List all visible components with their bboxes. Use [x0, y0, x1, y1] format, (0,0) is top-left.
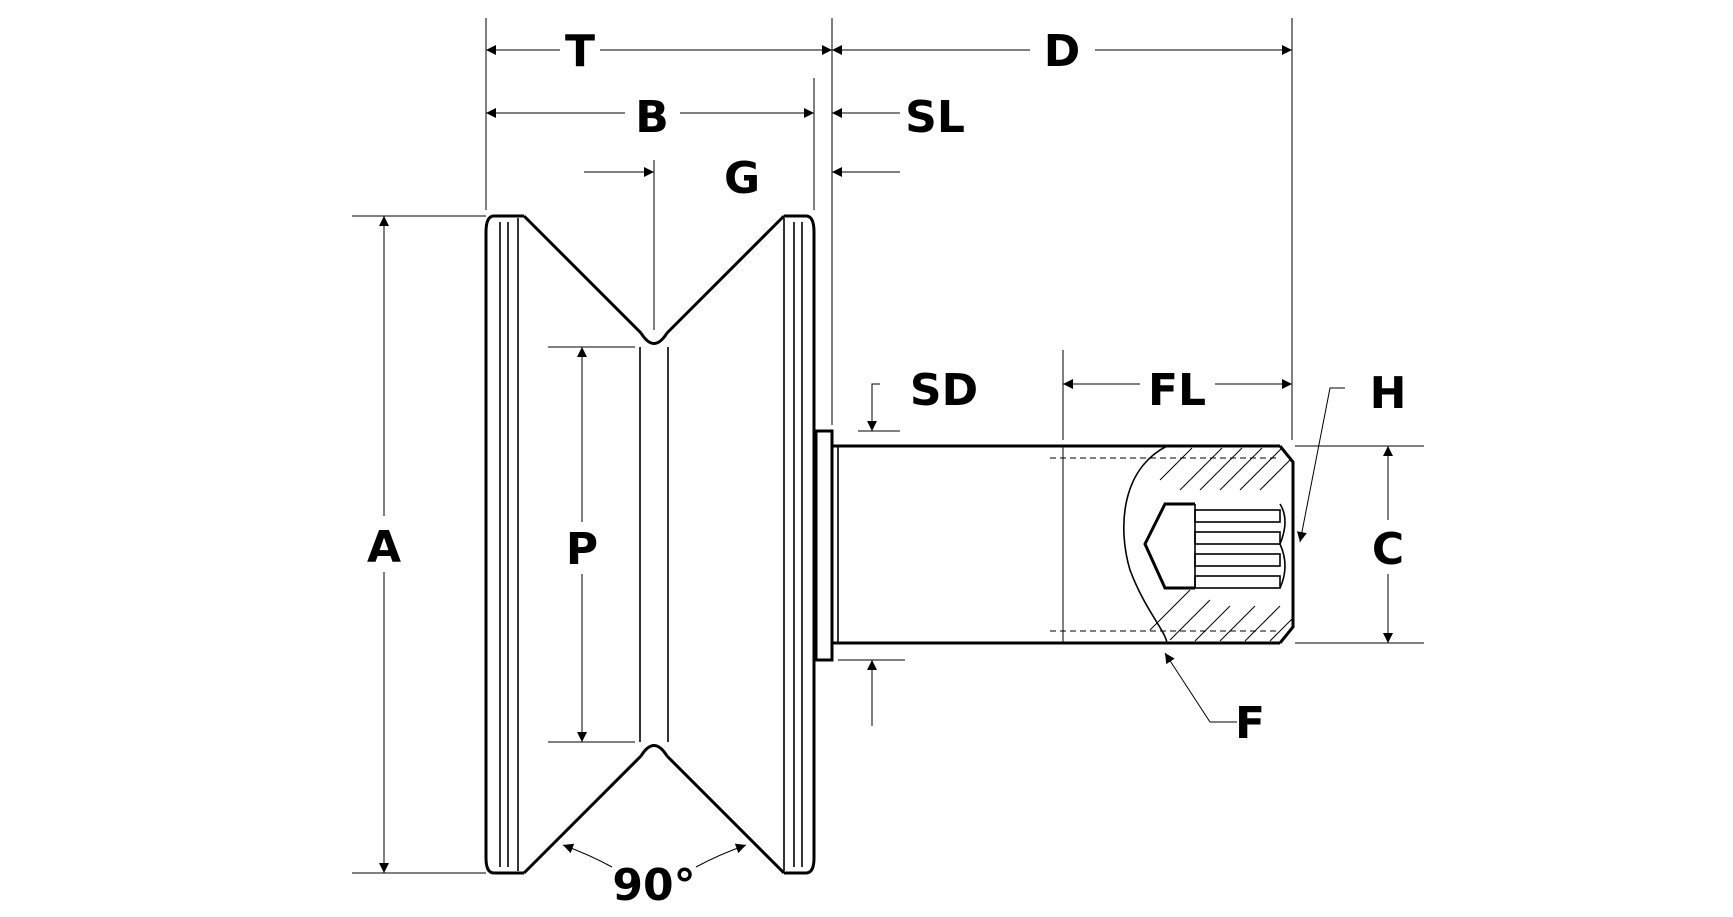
- extension-lines: [352, 18, 1424, 874]
- dimension-labels: T D B SL G SD FL H A P C F 90°: [367, 26, 1406, 911]
- wheel-outline: [484, 214, 816, 875]
- label-D: D: [1044, 26, 1081, 77]
- label-P: P: [566, 524, 598, 575]
- label-G: G: [724, 153, 760, 204]
- stud-shaft: [814, 429, 1295, 662]
- label-A: A: [367, 522, 401, 573]
- label-SD: SD: [910, 365, 978, 416]
- label-F: F: [1235, 698, 1265, 749]
- dimension-lines: [379, 45, 1393, 873]
- label-H: H: [1370, 368, 1407, 419]
- label-angle: 90°: [612, 860, 695, 911]
- label-FL: FL: [1148, 365, 1206, 416]
- label-SL: SL: [905, 92, 965, 143]
- label-T: T: [565, 26, 595, 77]
- label-B: B: [635, 92, 669, 143]
- label-C: C: [1372, 524, 1404, 575]
